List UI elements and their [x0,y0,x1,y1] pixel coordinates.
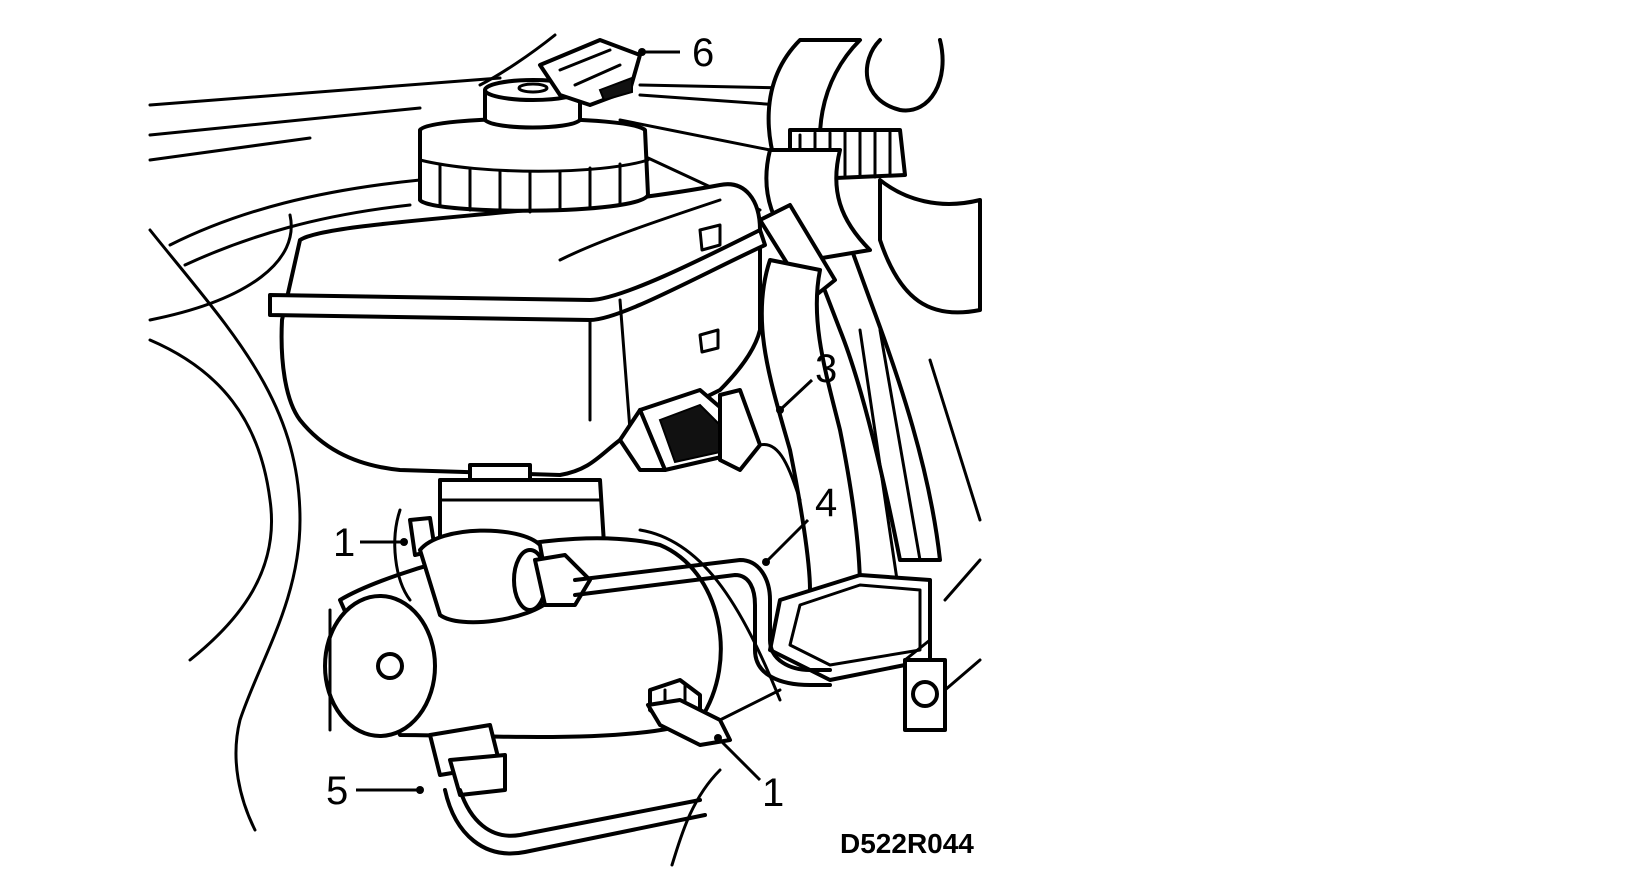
callout-6: 6 [692,31,714,75]
leader-3-dot [776,406,784,414]
leader-1a-dot [400,538,408,546]
callout-5: 5 [326,769,348,813]
leader-6-dot [638,48,646,56]
fluid-reservoir [268,38,767,477]
leader-1b-dot [714,734,722,742]
leader-5-dot [416,786,424,794]
callout-3: 3 [815,347,837,391]
hose-assembly [758,38,982,602]
master-cylinder [323,463,832,867]
leader-4-dot [762,558,770,566]
leader-4 [764,518,810,564]
connector-3 [618,388,802,502]
figure-code: D522R044 [840,828,974,859]
callout-4: 4 [815,481,837,525]
leader-3 [778,378,814,412]
callout-leaders [356,48,814,794]
mounting-bracket [768,558,982,732]
callout-1-lower: 1 [762,771,784,815]
callout-1-upper: 1 [333,521,355,565]
callout-labels: 6 3 4 1 1 5 D522R044 [326,31,974,859]
leader-1b [716,736,762,782]
